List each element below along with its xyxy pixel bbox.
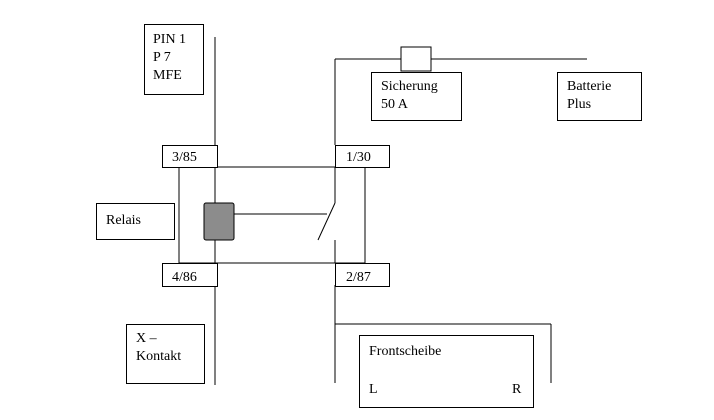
relay-label: Relais — [106, 213, 141, 228]
relay-box — [96, 203, 175, 240]
windshield-left-label: L — [369, 382, 378, 397]
terminal-4-86-box — [162, 263, 218, 287]
pin-box — [144, 24, 204, 95]
switch-blade — [317, 202, 336, 241]
relay-coil — [203, 202, 235, 241]
terminal-2-87-box — [335, 263, 390, 287]
windshield-label: Frontscheibe — [369, 344, 442, 359]
fuse-label-line1: Sicherung — [381, 79, 438, 94]
terminal-3-85-label: 3/85 — [172, 150, 197, 165]
fuse-label-line2: 50 A — [381, 97, 408, 112]
fuse-box — [371, 72, 462, 121]
fuse-symbol — [400, 46, 432, 72]
terminal-2-87-label: 2/87 — [346, 270, 371, 285]
terminal-3-85-box — [162, 145, 218, 168]
pin-label-line3: MFE — [153, 68, 182, 83]
pin-label-line1: PIN 1 — [153, 32, 187, 47]
battery-box — [557, 72, 642, 121]
terminal-4-86-label: 4/86 — [172, 270, 197, 285]
terminal-1-30-label: 1/30 — [346, 150, 371, 165]
x-contact-box — [126, 324, 205, 384]
battery-label-line1: Batterie — [567, 79, 612, 94]
terminal-1-30-box — [335, 145, 390, 168]
x-contact-label-line2: Kontakt — [136, 349, 182, 364]
windshield-box — [359, 335, 534, 408]
x-contact-label-line1: X – — [136, 331, 157, 346]
pin-label-line2: P 7 — [153, 50, 171, 65]
battery-label-line2: Plus — [567, 97, 592, 112]
windshield-right-label: R — [512, 382, 522, 397]
